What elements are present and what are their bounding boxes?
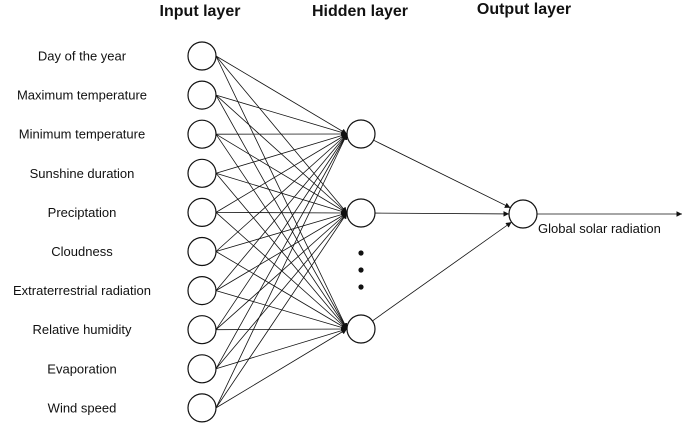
connection-input-10-hidden-3 <box>215 328 348 409</box>
hidden-node-2 <box>346 198 376 228</box>
input-label-1: Day of the year <box>38 49 127 64</box>
hidden-node-1 <box>346 119 376 149</box>
connection-input-6-hidden-1 <box>215 133 348 252</box>
input-label-7: Extraterrestrial radiation <box>13 283 151 298</box>
input-label-10: Wind speed <box>48 400 117 415</box>
connection-input-9-hidden-2 <box>215 212 348 370</box>
connection-input-10-hidden-1 <box>215 133 348 409</box>
input-label-6: Cloudness <box>51 244 113 259</box>
input-label-9: Evaporation <box>47 361 116 376</box>
connection-input-4-hidden-1 <box>215 132 348 174</box>
input-node-2 <box>187 80 217 110</box>
input-node-1 <box>187 41 217 71</box>
ellipsis-dot-3 <box>358 284 364 290</box>
output-node <box>508 199 538 229</box>
connection-input-9-hidden-1 <box>215 133 348 369</box>
connection-hidden-1-output <box>373 139 511 209</box>
connection-hidden-3-output <box>372 221 512 322</box>
connection-input-8-hidden-1 <box>215 133 348 330</box>
input-label-5: Preciptation <box>48 205 117 220</box>
connection-input-10-hidden-2 <box>215 212 348 409</box>
connection-input-5-hidden-1 <box>215 133 348 213</box>
connection-input-2-hidden-1 <box>215 94 348 136</box>
ellipsis-dot-2 <box>358 267 364 273</box>
output-label: Global solar radiation <box>538 221 661 236</box>
input-node-9 <box>187 354 217 384</box>
input-node-4 <box>187 158 217 188</box>
input-node-8 <box>187 315 217 345</box>
input-node-7 <box>187 276 217 306</box>
input-label-8: Relative humidity <box>33 322 132 337</box>
connection-input-9-hidden-3 <box>215 327 348 370</box>
input-node-3 <box>187 119 217 149</box>
input-label-2: Maximum temperature <box>17 88 147 103</box>
output-layer-title: Output layer <box>477 1 571 18</box>
ellipsis-dot-1 <box>358 250 364 256</box>
input-label-4: Sunshine duration <box>30 166 135 181</box>
hidden-layer-title: Hidden layer <box>312 3 408 20</box>
connection-input-1-hidden-2 <box>215 55 348 214</box>
connection-input-6-hidden-3 <box>215 251 348 330</box>
connection-hidden-2-output <box>374 211 510 217</box>
input-node-10 <box>187 393 217 423</box>
input-label-3: Minimum temperature <box>19 127 145 142</box>
connection-input-7-hidden-1 <box>215 133 348 291</box>
connections <box>215 55 682 409</box>
input-node-6 <box>187 236 217 267</box>
hidden-layer <box>346 119 376 344</box>
connection-input-8-hidden-3 <box>215 326 348 332</box>
output-layer: Global solar radiation <box>508 199 661 236</box>
hidden-node-3 <box>346 314 376 344</box>
connection-input-1-hidden-1 <box>215 55 348 135</box>
input-layer-title: Input layer <box>160 3 241 20</box>
input-node-5 <box>187 197 217 227</box>
